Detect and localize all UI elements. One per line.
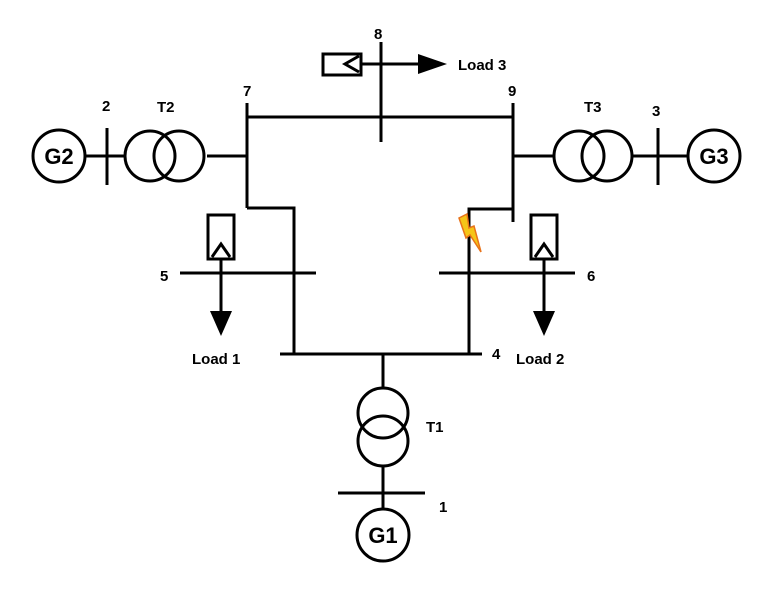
load-3-label: Load 3 <box>458 57 506 74</box>
generator-g1-label: G1 <box>368 523 397 548</box>
load-3-breaker-symbol <box>341 54 360 74</box>
generator-g2-label: G2 <box>44 144 73 169</box>
bus-4-label: 4 <box>492 346 501 363</box>
transformer-t1-label: T1 <box>426 419 444 436</box>
generator-g3-label: G3 <box>699 144 728 169</box>
load-2-breaker-symbol <box>533 241 555 258</box>
bus-3-label: 3 <box>652 103 660 120</box>
load-3-arrow <box>418 54 447 74</box>
load-2-breaker <box>529 213 559 261</box>
bus-6-label: 6 <box>587 268 595 285</box>
bus-8-label: 8 <box>374 26 382 43</box>
bus-2-label: 2 <box>102 98 110 115</box>
bus-9-label: 9 <box>508 83 516 100</box>
lightning-bolt-icon <box>458 212 482 253</box>
load-2-label: Load 2 <box>516 351 564 368</box>
load-1-label: Load 1 <box>192 351 240 368</box>
bus-1-label: 1 <box>439 499 447 516</box>
generator-g1 <box>355 507 411 563</box>
line-7-5 <box>247 206 296 354</box>
transformer-t3-label: T3 <box>584 99 602 116</box>
load-1-arrow <box>210 311 232 336</box>
load-1-breaker <box>206 213 236 261</box>
generator-g2 <box>31 128 87 184</box>
bus-7-label: 7 <box>243 83 251 100</box>
line-9-6 <box>467 207 513 354</box>
transformer-t1 <box>356 386 410 468</box>
transformer-t2 <box>123 129 206 183</box>
transformer-t3 <box>552 129 634 183</box>
bus-5-label: 5 <box>160 268 168 285</box>
transformer-t2-label: T2 <box>157 99 175 116</box>
generator-g3 <box>686 128 742 184</box>
load-2-arrow <box>533 311 555 336</box>
load-1-breaker-symbol <box>210 241 232 258</box>
